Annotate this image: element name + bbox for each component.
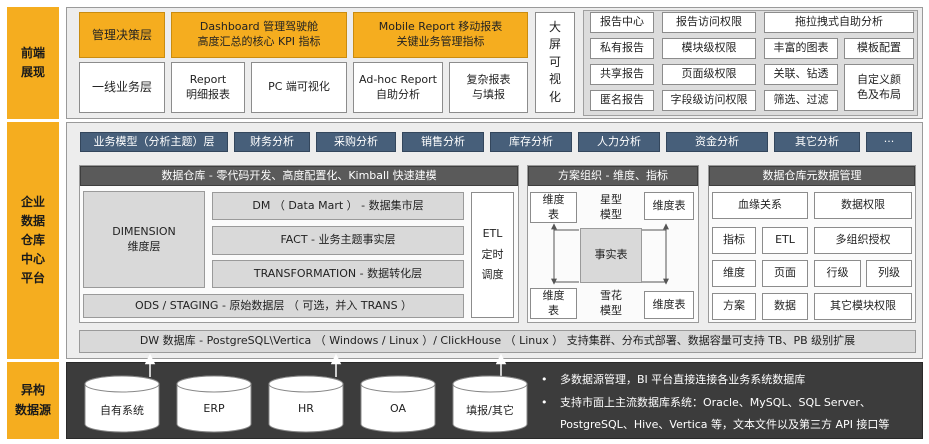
metadata-title: 数据仓库元数据管理 [709,166,915,186]
fact-layer: FACT - 业务主题事实层 [212,226,464,255]
big-screen-box: 大 屏 可 视 化 [535,12,575,113]
meta-data: 数据 [762,293,808,320]
pc-visual-box: PC 端可视化 [251,62,347,113]
meta-scheme: 方案 [712,293,756,320]
schema-connectors [551,223,669,285]
dimension-table-top-right: 维度表 [644,192,694,220]
snowflake-schema-label: 雪花 模型 [600,288,622,317]
feature-drag-drop: 拖拉拽式自助分析 [764,12,914,33]
frontline-layer: 一线业务层 [79,62,165,113]
more-analysis: ··· [866,132,912,152]
meta-data-permission: 数据权限 [814,192,912,219]
feature-filter: 筛选、过滤 [764,90,838,111]
meta-multi-org: 多组织授权 [814,227,912,254]
source-hr: HR [268,375,344,433]
feature-anonymous-report: 匿名报告 [590,90,654,111]
schema-title: 方案组织 - 维度、指标 [528,166,698,186]
meta-column-level: 列级 [866,260,912,287]
star-schema-label: 星型 模型 [600,192,622,221]
business-model-layer: 业务模型（分析主题）层 [80,132,228,152]
source-bullet-1: 多数据源管理，BI 平台直接连接各业务系统数据库 [560,373,806,386]
source-hr-label: HR [298,402,314,415]
meta-other-module-perm: 其它模块权限 [814,293,912,320]
source-erp: ERP [176,375,252,433]
source-own-system: 自有系统 [84,375,160,433]
mobile-report-box: Mobile Report 移动报表 关键业务管理指标 [353,12,528,58]
dashboard-box: Dashboard 管理驾驶舱 高度汇总的核心 KPI 指标 [171,12,347,58]
data-warehouse-title: 数据仓库 - 零代码开发、高度配置化、Kimball 快速建模 [80,166,518,186]
source-fill-other: 填报/其它 [452,375,528,433]
feature-custom-color: 自定义颜 色及布局 [844,64,914,111]
feature-private-report: 私有报告 [590,38,654,59]
etl-scheduler: ETL 定时 调度 [471,192,514,318]
transformation-layer: TRANSFORMATION - 数据转化层 [212,260,464,288]
feature-page-perm: 页面级权限 [662,64,756,85]
procurement-analysis: 采购分析 [316,132,396,152]
source-own-system-label: 自有系统 [100,404,144,417]
source-oa: OA [360,375,436,433]
feature-template-config: 模板配置 [844,38,914,59]
meta-etl: ETL [762,227,808,254]
source-bullet-dot-1: • [541,373,548,386]
dw-database-bar: DW 数据库 - PostgreSQL\Vertica （ Windows / … [79,330,916,353]
source-bullet-3: PostgreSQL、Hive、Vertica 等，文本文件以及第三方 API … [560,418,890,431]
capital-analysis: 资金分析 [666,132,768,152]
hr-analysis: 人力分析 [578,132,660,152]
upload-arrows [144,353,507,377]
feature-report-access: 报告访问权限 [662,12,756,33]
feature-field-perm: 字段级访问权限 [662,90,756,111]
dimension-table-bottom-right: 维度表 [644,291,694,319]
finance-analysis: 财务分析 [234,132,310,152]
source-oa-label: OA [390,402,406,415]
meta-row-level: 行级 [814,260,861,287]
adhoc-report-box: Ad-hoc Report 自助分析 [353,62,443,113]
meta-lineage: 血缘关系 [712,192,808,219]
side-label-platform: 企业 数据 仓库 中心 平台 [7,122,59,359]
source-bullet-2: 支持市面上主流数据库系统：Oracle、MySQL、SQL Server、 [560,396,871,409]
side-label-frontend: 前端 展现 [7,7,59,119]
ods-layer: ODS / STAGING - 原始数据层 （ 可选，并入 TRANS ） [83,294,464,318]
decision-layer: 管理决策层 [79,12,165,58]
data-mart-layer: DM （ Data Mart ） - 数据集市层 [212,192,464,220]
feature-report-center: 报告中心 [590,12,654,33]
source-bullet-dot-2: • [541,396,548,409]
dimension-table-top-left: 维度 表 [530,192,577,223]
feature-link-drill: 关联、钻透 [764,64,838,85]
inventory-analysis: 库存分析 [490,132,572,152]
meta-page: 页面 [762,260,808,287]
side-label-sources: 异构 数据源 [7,362,59,439]
dimension-layer: DIMENSION 维度层 [83,191,205,288]
dimension-table-bottom-left: 维度 表 [530,288,577,319]
meta-dimension: 维度 [712,260,756,287]
feature-module-perm: 模块级权限 [662,38,756,59]
feature-rich-charts: 丰富的图表 [764,38,838,59]
meta-indicator: 指标 [712,227,756,254]
fact-table: 事实表 [580,228,642,283]
complex-report-box: 复杂报表 与填报 [449,62,528,113]
other-analysis: 其它分析 [774,132,860,152]
report-box: Report 明细报表 [171,62,245,113]
feature-shared-report: 共享报告 [590,64,654,85]
source-erp-label: ERP [203,402,225,415]
source-fill-other-label: 填报/其它 [466,404,514,417]
sales-analysis: 销售分析 [402,132,484,152]
